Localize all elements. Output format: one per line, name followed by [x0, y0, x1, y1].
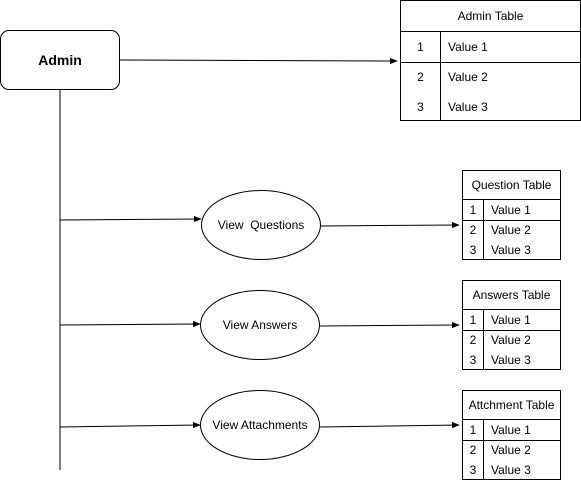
row-value: Value 1 [491, 203, 531, 217]
column-divider [483, 310, 484, 369]
view-questions-label: View Questions [217, 218, 305, 232]
table-row: 1 Value 1 [463, 310, 560, 330]
row-index: 2 [469, 223, 477, 237]
row-index: 1 [469, 203, 477, 217]
row-value: Value 1 [491, 313, 531, 327]
column-divider [440, 32, 441, 120]
answers-table-title: Answers Table [472, 288, 551, 302]
row-divider [401, 62, 580, 63]
column-divider [483, 200, 484, 259]
edge-questions-to-table [319, 221, 460, 229]
table-row: 2 Value 2 [463, 330, 560, 350]
table-row: 1 Value 1 [401, 32, 580, 62]
admin-table-title: Admin Table [457, 9, 524, 23]
admin-table-rows: 1 Value 1 2 Value 2 3 Value 3 [401, 31, 580, 120]
edge-answers-to-table [319, 321, 460, 329]
column-divider [483, 420, 484, 479]
view-answers-label: View Answers [222, 318, 298, 332]
row-index: 2 [469, 333, 477, 347]
table-row: 1 Value 1 [463, 200, 560, 220]
view-attachments-node[interactable]: View Attachments [200, 390, 320, 460]
row-divider [463, 330, 560, 331]
row-value: Value 1 [448, 40, 488, 54]
table-row: 3 Value 3 [401, 92, 580, 122]
row-index: 2 [417, 70, 424, 84]
row-index: 3 [469, 353, 477, 367]
question-table[interactable]: Question Table 1 Value 1 2 Value 2 3 Val… [462, 170, 561, 260]
row-divider [463, 440, 560, 441]
table-row: 1 Value 1 [463, 420, 560, 440]
edge-attachments-to-table [319, 421, 460, 429]
row-value: Value 1 [491, 423, 531, 437]
row-index: 3 [469, 243, 477, 257]
table-row: 3 Value 3 [463, 350, 560, 370]
table-row: 2 Value 2 [401, 62, 580, 92]
row-index: 1 [469, 423, 477, 437]
row-index: 1 [469, 313, 477, 327]
admin-table[interactable]: Admin Table 1 Value 1 2 Value 2 3 Value … [400, 0, 581, 121]
row-value: Value 3 [491, 353, 531, 367]
row-value: Value 3 [491, 243, 531, 257]
edge-to-view-questions [59, 215, 202, 223]
row-index: 3 [417, 100, 424, 114]
answers-table[interactable]: Answers Table 1 Value 1 2 Value 2 3 Valu… [462, 280, 561, 370]
edge-to-view-attachments [59, 421, 201, 429]
row-value: Value 2 [491, 223, 531, 237]
row-value: Value 3 [448, 100, 488, 114]
table-row: 3 Value 3 [463, 240, 560, 260]
row-index: 3 [469, 463, 477, 477]
attachment-table-rows: 1 Value 1 2 Value 2 3 Value 3 [463, 419, 560, 479]
row-divider [463, 220, 560, 221]
table-row: 2 Value 2 [463, 220, 560, 240]
view-attachments-label: View Attachments [212, 418, 308, 432]
admin-node[interactable]: Admin [0, 30, 120, 90]
view-questions-node[interactable]: View Questions [201, 190, 321, 260]
row-index: 2 [469, 443, 477, 457]
table-row: 3 Value 3 [463, 460, 560, 480]
edge-to-view-answers [59, 320, 201, 328]
admin-label: Admin [38, 52, 82, 68]
edge-admin-to-admin-table [119, 57, 398, 65]
table-row: 2 Value 2 [463, 440, 560, 460]
view-answers-node[interactable]: View Answers [200, 290, 320, 360]
row-value: Value 2 [448, 70, 488, 84]
question-table-title: Question Table [471, 178, 552, 192]
attachment-table[interactable]: Attchment Table 1 Value 1 2 Value 2 3 Va… [462, 390, 561, 480]
row-value: Value 3 [491, 463, 531, 477]
question-table-rows: 1 Value 1 2 Value 2 3 Value 3 [463, 199, 560, 259]
answers-table-rows: 1 Value 1 2 Value 2 3 Value 3 [463, 309, 560, 369]
attachment-table-title: Attchment Table [468, 398, 555, 412]
row-index: 1 [417, 40, 424, 54]
row-value: Value 2 [491, 333, 531, 347]
row-value: Value 2 [491, 443, 531, 457]
